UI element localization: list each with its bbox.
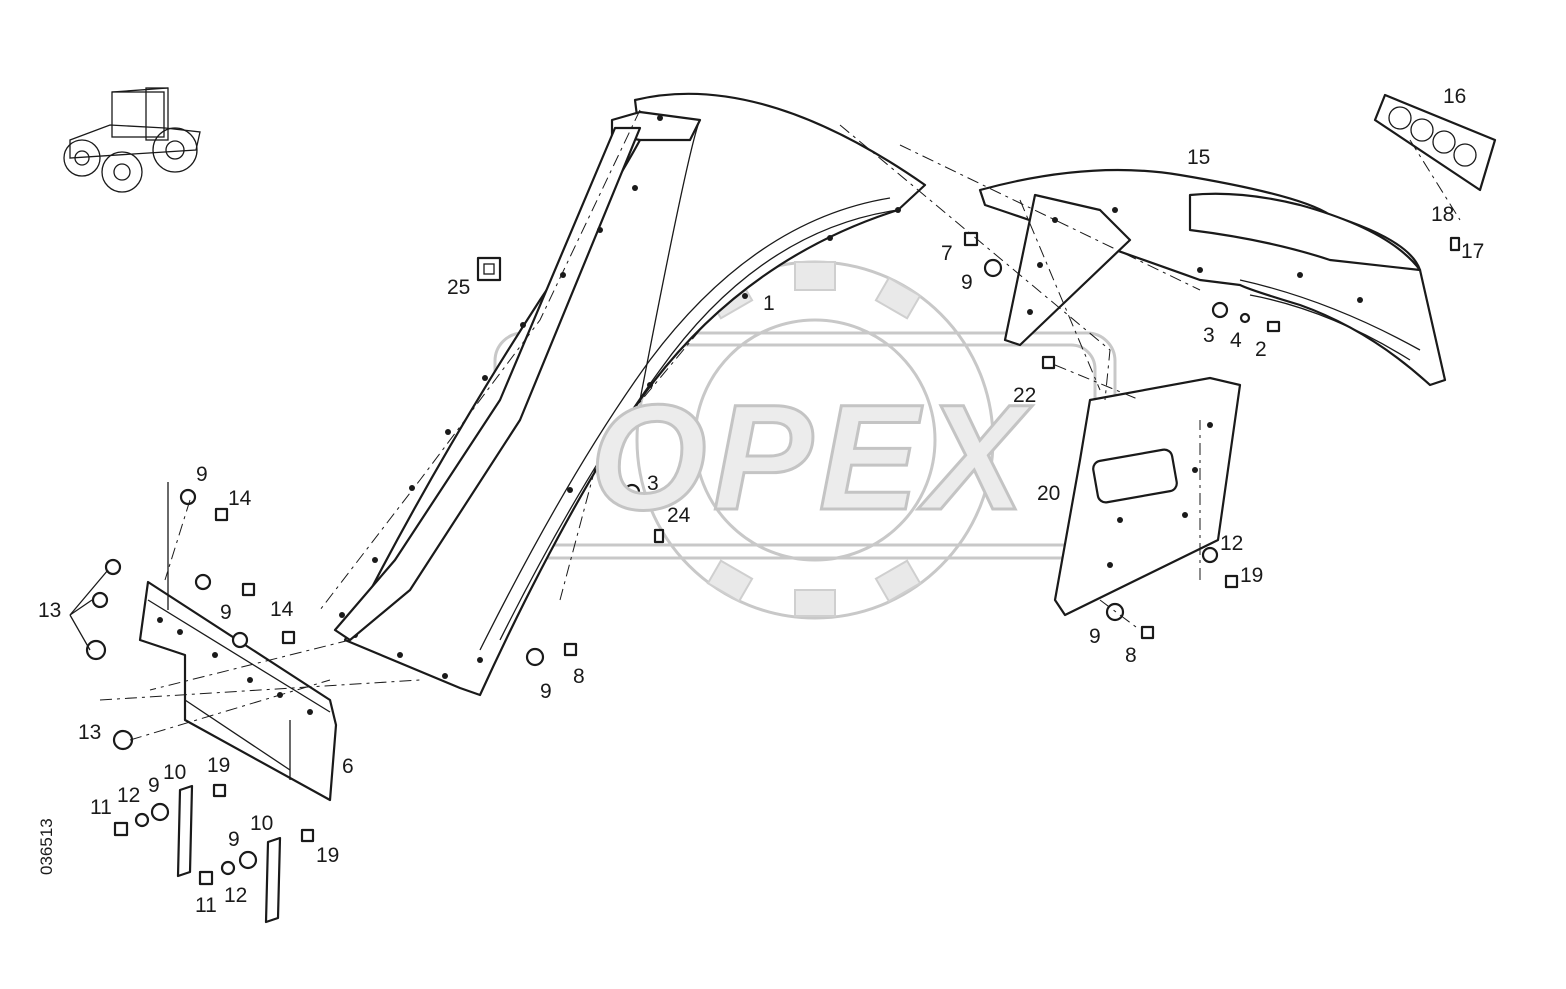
hardware-items [85,231,1461,886]
callout-label: 22 [1013,384,1037,407]
callout-label: 16 [1443,85,1467,108]
lamp-housing-part-16 [1373,93,1497,192]
watermark-logo: OPEX [589,373,1031,541]
callout-label: 10 [163,761,187,784]
callout-label: 1 [763,292,775,315]
callout-label: 19 [316,844,340,867]
callout-label: 12 [224,884,248,907]
callout-label: 14 [228,487,252,510]
callout-label: 25 [447,276,471,299]
callout-label: 9 [540,680,552,703]
callout-label: 14 [270,598,294,621]
callout-label: 12 [117,784,141,807]
callout-label: 9 [220,601,232,624]
rear-fender-part-15 [978,168,1447,387]
callout-label: 9 [196,463,208,486]
callout-label: 11 [90,796,112,819]
callout-label: 13 [78,721,102,744]
callout-label: 17 [1461,240,1485,263]
assembly-lines [69,109,1461,741]
callout-label: 20 [1037,482,1061,505]
callout-label: 6 [342,755,354,778]
callout-label: 9 [1089,625,1101,648]
callout-label: 19 [207,754,231,777]
callout-label: 2 [1255,338,1267,361]
callout-label: 3 [1203,324,1215,347]
mud-flap-part-6 [138,580,338,802]
tractor-icon [63,87,201,193]
callout-label: 24 [667,504,691,527]
callout-label: 8 [1125,644,1137,667]
callout-label: 10 [250,812,274,835]
callout-label: 8 [573,665,585,688]
front-fender-part-1 [343,92,927,697]
callout-label: 15 [1187,146,1211,169]
callout-label: 7 [941,242,953,265]
callout-label: 19 [1240,564,1264,587]
callout-label: 9 [148,774,160,797]
callout-label: 12 [1220,532,1244,555]
drawing-number: 036513 [37,818,56,875]
callout-label: 13 [38,599,62,622]
callout-label: 18 [1431,203,1455,226]
callout-label: 3 [647,472,659,495]
callout-label: 9 [961,271,973,294]
callout-label: 11 [195,894,217,917]
callout-label: 4 [1230,329,1242,352]
side-panel-part-20 [1053,376,1242,617]
callout-label: 9 [228,828,240,851]
clip-part-25 [476,256,502,282]
bracket-part-10 [176,784,282,924]
